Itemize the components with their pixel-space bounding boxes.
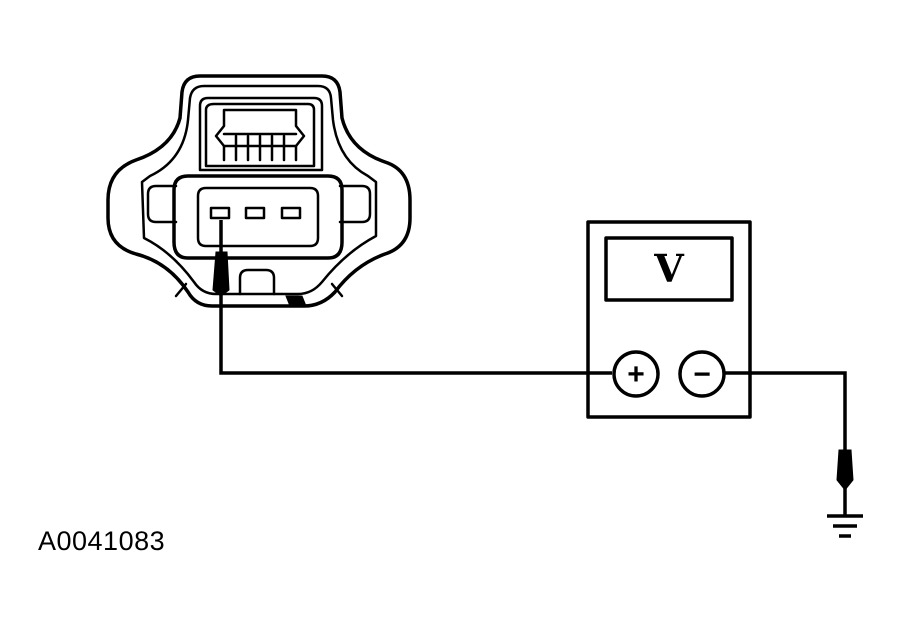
negative-test-lead: [724, 371, 854, 516]
positive-terminal[interactable]: [612, 350, 660, 398]
pin-cavity-inner: [196, 186, 320, 248]
positive-test-lead: [212, 220, 612, 375]
voltmeter-display: [604, 236, 734, 302]
pin-2: [244, 206, 266, 220]
figure-id: A0041083: [38, 526, 166, 556]
pin-3: [280, 206, 302, 220]
negative-lead-wire: [724, 371, 847, 452]
voltmeter: V + −: [586, 220, 752, 419]
ground-probe: [836, 449, 854, 491]
pin-cavity-outer: [172, 174, 344, 260]
ground-symbol-icon: [827, 514, 863, 538]
left-ear: [146, 184, 178, 224]
negative-terminal-label: −: [693, 358, 711, 391]
pin-1: [209, 206, 231, 220]
lock-bump: [238, 268, 276, 296]
positive-lead-wire: [219, 292, 612, 375]
backprobe-clip: [212, 251, 230, 297]
positive-terminal-label: +: [627, 358, 645, 391]
sensor-connector: [106, 74, 412, 308]
connector-housing-inner: [140, 84, 378, 296]
voltmeter-display-text: V: [653, 246, 685, 291]
right-ear: [338, 184, 372, 224]
latch-channel-inner: [204, 102, 316, 168]
latch-channel: [198, 96, 324, 172]
voltmeter-body: [586, 220, 752, 419]
